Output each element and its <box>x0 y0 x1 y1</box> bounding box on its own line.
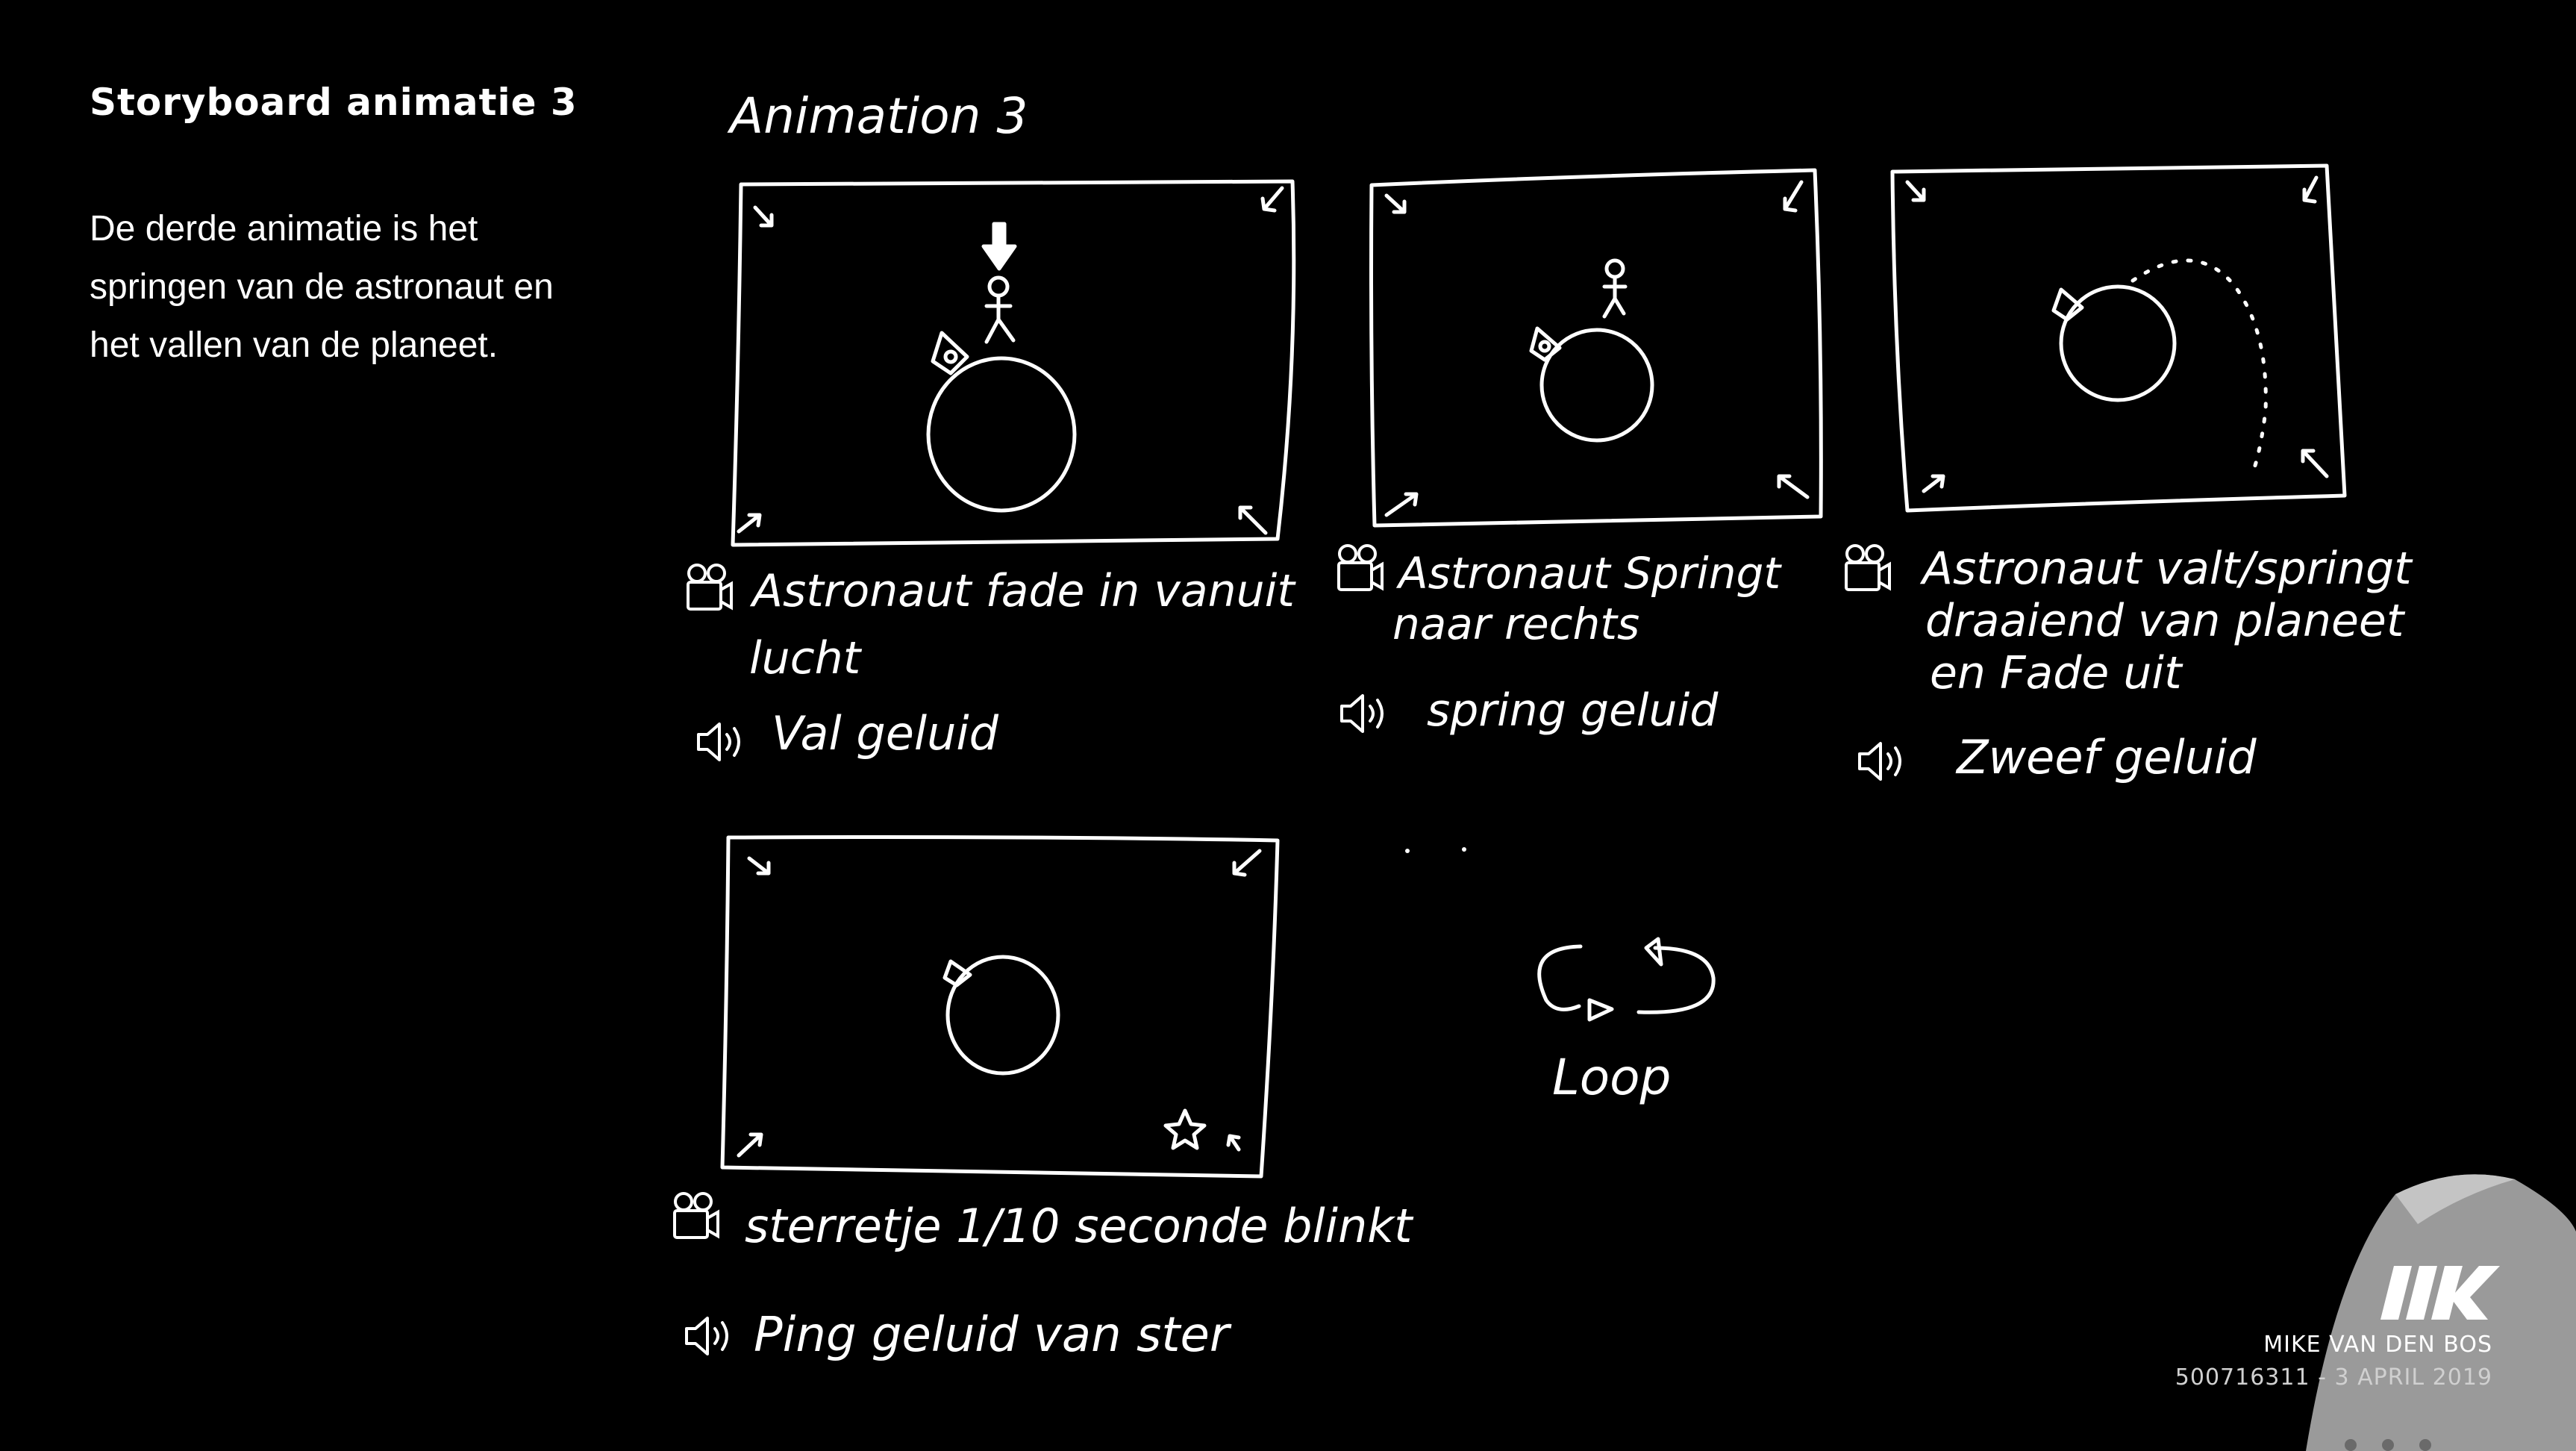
slide-title: Storyboard animatie 3 <box>90 81 578 124</box>
frame-3 <box>1890 163 2347 513</box>
board-heading: Animation 3 <box>727 87 1028 145</box>
jump-trajectory <box>2130 258 2268 472</box>
rocket-icon <box>931 331 969 375</box>
rocket-icon <box>1587 937 1663 1022</box>
frame-2-camera-text: Astronaut Springt <box>1395 548 1782 599</box>
description-line: De derde animatie is het <box>90 209 478 249</box>
frame-1-sound-text: Val geluid <box>772 706 999 761</box>
frame-3-sound-text: Zweef geluid <box>1955 730 2257 784</box>
frame-4-camera-text: sterretje 1/10 seconde blinkt <box>745 1199 1414 1253</box>
loop-label: Loop <box>1552 1049 1671 1106</box>
speaker-icon <box>1858 742 1901 781</box>
frame-3-camera-text: Astronaut valt/springt <box>1919 543 2413 595</box>
frame-1-camera-text: lucht <box>749 632 863 684</box>
loop-arrows <box>1537 937 1716 1022</box>
author-name: MIKE VAN DEN BOS <box>2263 1332 2492 1358</box>
author-block: MIKE VAN DEN BOS 500716311 - 3 APRIL 201… <box>2119 1329 2492 1394</box>
author-meta: 500716311 - 3 APRIL 2019 <box>2175 1364 2492 1391</box>
frame-4-sound-text: Ping geluid van ster <box>754 1308 1232 1363</box>
slide-description: De derde animatie is het springen van de… <box>90 200 657 375</box>
astronaut-figure <box>984 275 1016 344</box>
camera-icon <box>1337 544 1384 591</box>
camera-icon <box>687 564 733 611</box>
frame-1 <box>731 179 1296 547</box>
frame-3-camera-text: en Fade uit <box>1930 647 2183 699</box>
camera-icon <box>673 1192 719 1239</box>
planet <box>1539 328 1654 443</box>
frame-2-sound-text: spring geluid <box>1427 684 1719 737</box>
astronaut-figure <box>1602 258 1628 319</box>
speaker-icon <box>1340 694 1384 733</box>
frame-2-camera-text: naar rechts <box>1392 599 1639 649</box>
description-line: het vallen van de planeet. <box>90 325 498 365</box>
down-arrow-icon <box>981 222 1017 271</box>
star-icon <box>1163 1108 1207 1150</box>
rocket-icon <box>942 959 972 987</box>
description-line: springen van de astronaut en <box>90 267 554 307</box>
frame-3-camera-text: draaiend van planeet <box>1925 595 2406 647</box>
camera-icon <box>1845 544 1891 591</box>
frame-2 <box>1369 168 1823 528</box>
author-logo <box>2380 1266 2500 1320</box>
planet <box>945 955 1060 1076</box>
planet <box>926 356 1077 513</box>
speaker-icon <box>697 723 740 761</box>
rocket-icon <box>1529 326 1562 362</box>
frame-4 <box>720 835 1280 1179</box>
rocket-icon <box>2051 287 2084 322</box>
frame-1-camera-text: Astronaut fade in vanuit <box>749 565 1296 617</box>
speaker-icon <box>685 1317 728 1355</box>
planet <box>2059 284 2177 402</box>
